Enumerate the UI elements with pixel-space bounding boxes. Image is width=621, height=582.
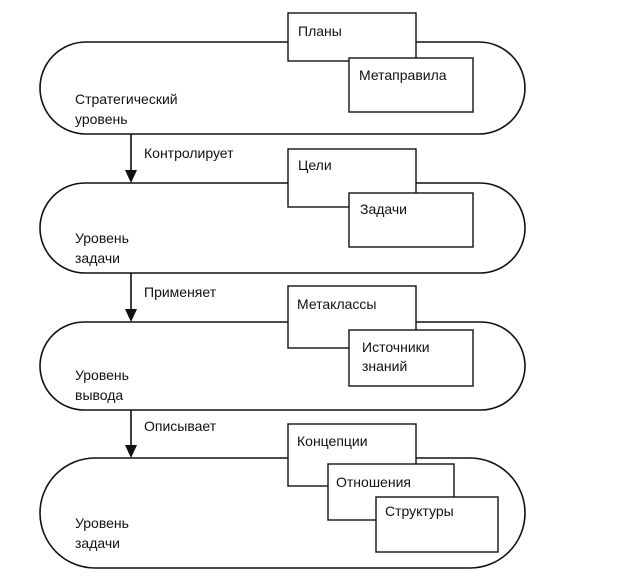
level-label-task-upper-line1: Уровень (75, 230, 129, 246)
connector-label-controls: Контролирует (144, 145, 234, 161)
box-struktury-label: Структуры (385, 503, 454, 519)
level-label-inference-line1: Уровень (75, 367, 129, 383)
box-struktury (375, 496, 499, 553)
level-label-inference-line2: вывода (75, 387, 123, 403)
level-label-task-lower-line1: Уровень (75, 515, 129, 531)
level-strategic: Стратегический уровень Планы Метаправила (39, 12, 526, 135)
box-tseli-label: Цели (298, 157, 332, 173)
level-task-lower: Уровень задачи Концепции Отношения Струк… (39, 423, 526, 569)
box-istochniki-label-line2: знаний (362, 358, 407, 374)
connector-controls: Контролирует (125, 134, 234, 183)
level-label-task-upper-line2: задачи (75, 250, 120, 266)
connector-describes: Описывает (125, 410, 217, 458)
connector-label-applies: Применяет (144, 284, 217, 300)
box-plany-label: Планы (298, 23, 342, 39)
box-kontseptsii-label: Концепции (297, 433, 368, 449)
box-zadachi (348, 192, 474, 248)
arrow-describes-head (125, 445, 137, 458)
level-inference: Уровень вывода Метаклассы Источники знан… (39, 285, 526, 411)
box-istochniki-label-line1: Источники (362, 339, 430, 355)
connector-label-describes: Описывает (144, 418, 217, 434)
level-label-task-lower-line2: задачи (75, 535, 120, 551)
level-task-upper: Уровень задачи Цели Задачи (39, 148, 526, 274)
box-metaklassy-label: Метаклассы (297, 296, 376, 312)
box-metapravila-label: Метаправила (359, 67, 447, 83)
level-label-strategic-line2: уровень (75, 111, 128, 127)
box-plany (287, 12, 417, 62)
connector-applies: Применяет (125, 273, 217, 322)
box-metapravila (348, 57, 474, 113)
level-label-strategic-line1: Стратегический (75, 91, 178, 107)
box-otnosheniya-label: Отношения (336, 474, 411, 490)
box-zadachi-label: Задачи (360, 201, 407, 217)
arrow-applies-head (125, 309, 137, 322)
arrow-controls-head (125, 170, 137, 183)
box-istochniki-znaniy (348, 329, 474, 387)
